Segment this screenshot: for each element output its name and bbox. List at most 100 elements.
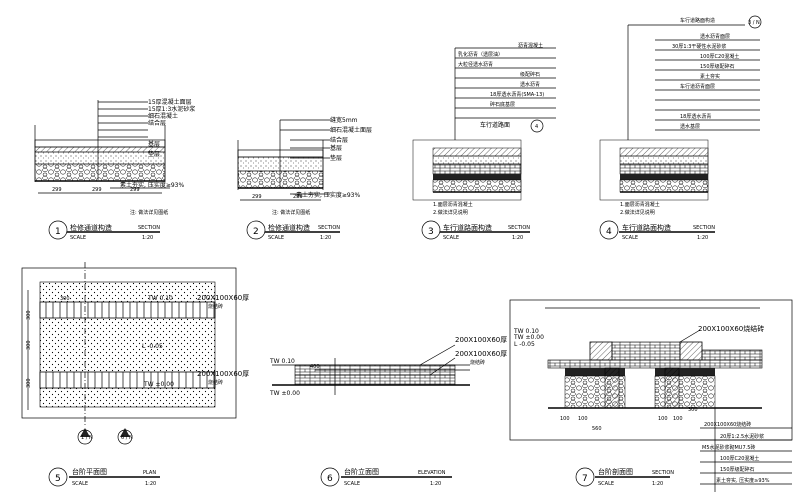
d2-base bbox=[237, 156, 324, 172]
d3-layer-4 bbox=[433, 174, 521, 180]
d4-number: 4 bbox=[606, 227, 612, 237]
d5-number: 5 bbox=[55, 474, 61, 484]
d2-scale: SCALE bbox=[268, 235, 284, 241]
d2-number-circle bbox=[246, 220, 266, 240]
d5-brick-1: 200X100X60厚 bbox=[197, 294, 249, 302]
d3-note-3: 级配碎石 bbox=[520, 71, 540, 78]
d3-note-4: 透水沥青 bbox=[520, 81, 540, 88]
d3-note-2: 大粒径透水沥青 bbox=[458, 61, 493, 68]
d2-footnote: 注: 做法详见图纸 bbox=[272, 209, 310, 216]
d2-note-2: 细石混凝土面层 bbox=[330, 126, 372, 134]
d4-note-4: 100厚C20混凝土 bbox=[700, 53, 739, 60]
d4-number-circle bbox=[599, 220, 619, 240]
d3-layer-2 bbox=[432, 155, 522, 165]
d6-step-bottom bbox=[294, 374, 456, 386]
d7-dim-2: 100 bbox=[578, 416, 588, 422]
d4-ref: 3 / N bbox=[748, 20, 760, 26]
d1-scale: SCALE bbox=[70, 235, 86, 241]
d7-step-right bbox=[679, 341, 703, 361]
d3-callout: 4 bbox=[535, 124, 538, 130]
d1-number-circle bbox=[48, 220, 68, 240]
d7-title: 台阶剖面图 bbox=[598, 467, 633, 476]
d3-layer-5 bbox=[432, 179, 522, 193]
d5-title: 台阶平面图 bbox=[72, 467, 107, 476]
d6-ratio: 1:20 bbox=[430, 481, 441, 487]
d5-bw: L -0.05 bbox=[142, 343, 163, 350]
d3-scale: SCALE bbox=[443, 235, 459, 241]
d7-dim-3: 560 bbox=[592, 426, 602, 432]
d4-note-1: 车行道路面构造 bbox=[680, 17, 715, 24]
d6-brick-2b: 烧结砖 bbox=[470, 359, 485, 366]
d7-scale: SCALE bbox=[598, 481, 614, 487]
d1-dim-1: 299 bbox=[52, 187, 62, 193]
d3-foot-1: 1.面层沥青混凝土 bbox=[433, 201, 473, 208]
d1-mortar-layer bbox=[34, 146, 166, 153]
d7-brick: 200X100X60烧结砖 bbox=[698, 324, 764, 333]
d2-note-3: 结合层 bbox=[330, 136, 348, 144]
d2-ratio: 1:20 bbox=[320, 235, 331, 241]
d7-dim-1: 100 bbox=[560, 416, 570, 422]
d5-top-dim: 300 bbox=[60, 296, 70, 302]
d3-layer-1 bbox=[432, 147, 522, 157]
d1-leaders bbox=[98, 101, 170, 189]
d5-scale: SCALE bbox=[72, 481, 88, 487]
d2-label: SECTION bbox=[318, 225, 340, 231]
d7-layer-4: 100厚C20混凝土 bbox=[720, 455, 759, 462]
d4-scale: SCALE bbox=[622, 235, 638, 241]
d2-bottom: 素土夯实, 压实度≥93% bbox=[296, 191, 360, 199]
d4-note-5: 150厚级配碎石 bbox=[700, 63, 735, 70]
d4-title: 车行道路面构造 bbox=[622, 223, 671, 232]
d4-note-3: 30厚1:3干硬性水泥砂浆 bbox=[672, 43, 726, 50]
d2-number: 2 bbox=[253, 227, 259, 237]
d2-surface bbox=[237, 149, 324, 158]
d5-dim-2: 300 bbox=[26, 340, 32, 350]
d1-gravel-layer bbox=[34, 163, 166, 182]
d3-note-table bbox=[454, 47, 556, 140]
d1-note-3: 细石混凝土 bbox=[148, 112, 178, 120]
d7-layer-1: 200X100X60烧结砖 bbox=[704, 421, 751, 428]
d4-foot-1: 1.面层沥青混凝土 bbox=[620, 201, 660, 208]
d6-scale: SCALE bbox=[344, 481, 360, 487]
d5-label: PLAN bbox=[143, 470, 156, 476]
d7-tw1: TW 0.10 bbox=[513, 328, 539, 335]
d1-bottom-note: 素土夯实, 压实度≥93% bbox=[120, 181, 184, 189]
d5-marker-2-text: 6 / N bbox=[121, 435, 133, 441]
d6-brick-2: 200X100X60厚 bbox=[455, 350, 507, 358]
d2-dim-1: 299 bbox=[252, 194, 262, 200]
d2-note-1: 缝宽5mm bbox=[330, 116, 358, 124]
d4-note-7: 车行道沥青面层 bbox=[680, 83, 715, 90]
d6-number: 6 bbox=[327, 474, 333, 484]
d7-brick-left bbox=[611, 341, 681, 361]
d7-dim-5: 100 bbox=[673, 416, 683, 422]
d7-layer-table bbox=[700, 408, 792, 492]
d6-tw2: TW ±0.00 bbox=[269, 390, 300, 397]
d1-note-4: 结合层 bbox=[148, 119, 166, 127]
d1-base-layer bbox=[34, 151, 166, 165]
d4-note-9: 透水基层 bbox=[680, 123, 700, 130]
d3-top: 沥青混凝土 bbox=[518, 42, 543, 49]
d7-ratio: 1:20 bbox=[652, 481, 663, 487]
d5-step-upper bbox=[39, 301, 216, 319]
d2-dim-2: 299 bbox=[293, 194, 303, 200]
d7-number-circle bbox=[575, 467, 595, 487]
d7-outer-frame bbox=[509, 299, 793, 441]
d2-title: 检修通道构造 bbox=[268, 223, 310, 232]
d2-note-4: 基层 bbox=[330, 144, 342, 152]
d3-title: 车行道路面构造 bbox=[443, 223, 492, 232]
d1-ratio: 1:20 bbox=[142, 235, 153, 241]
d5-outer-frame bbox=[21, 267, 237, 419]
d7-number: 7 bbox=[582, 474, 588, 484]
d5-dim-1: 300 bbox=[26, 310, 32, 320]
d3-number-circle bbox=[421, 220, 441, 240]
d5-section-marker-2: 6 / N bbox=[117, 428, 133, 445]
detail-4: 3 / N 车行道路面构造 透水沥青面层 30厚1:3干硬性水泥砂浆 100厚C… bbox=[599, 15, 762, 241]
d5-step-lower bbox=[39, 371, 216, 389]
d6-label: ELEVATION bbox=[418, 470, 446, 476]
detail-5: 300 300 300 300 TW 0.10 L -0.05 TW ±0.00… bbox=[21, 262, 249, 487]
detail-2: 缝宽5mm 细石混凝土面层 结合层 基层 垫层 素土夯实, 压实度≥93% 29… bbox=[237, 116, 372, 241]
d7-layer-5: 150厚级配碎石 bbox=[720, 466, 755, 473]
d4-note-6: 素土夯实 bbox=[700, 73, 720, 80]
d1-label: SECTION bbox=[138, 225, 160, 231]
d7-dim-4: 100 bbox=[658, 416, 668, 422]
